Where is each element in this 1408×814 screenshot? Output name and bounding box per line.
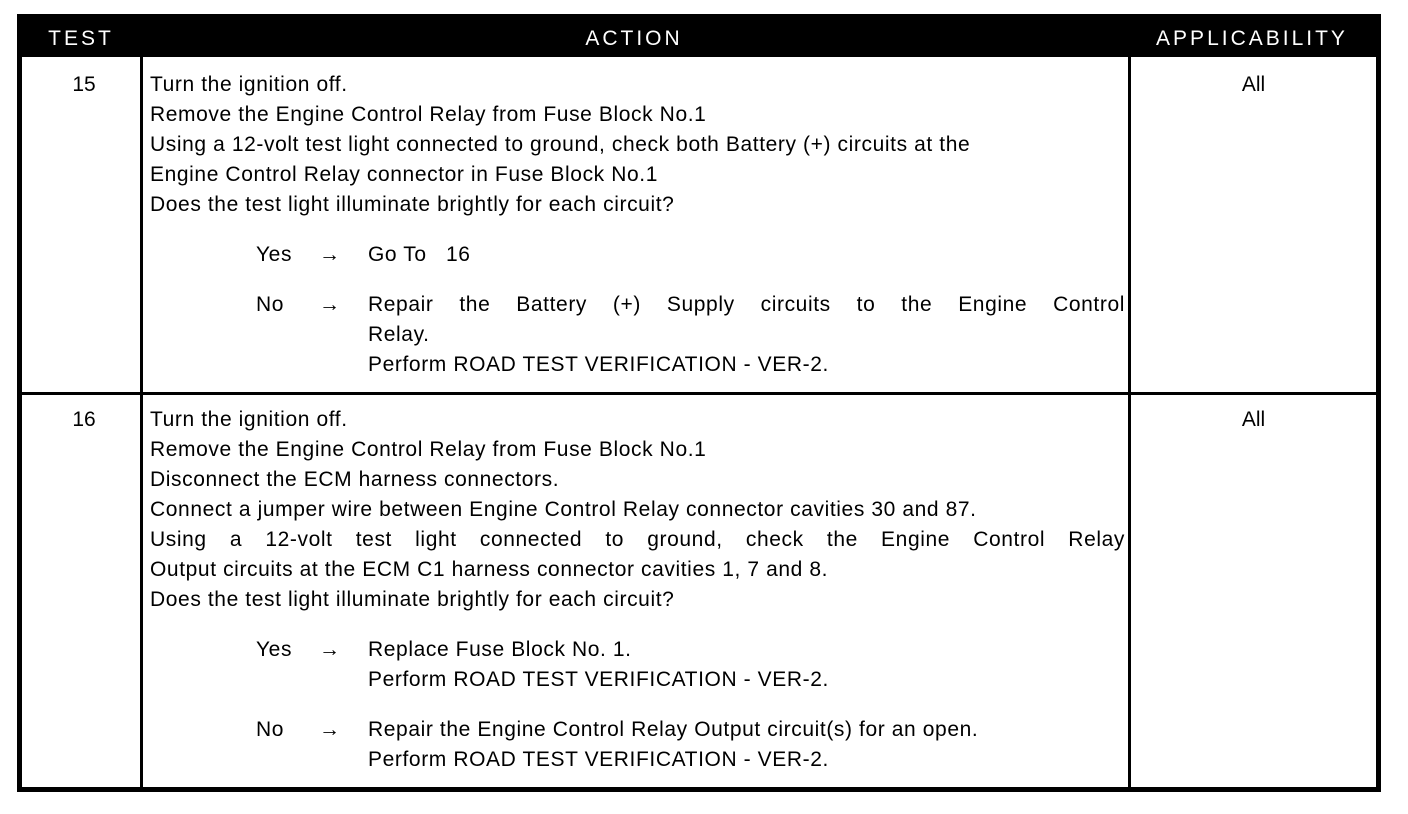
action-step: Does the test light illuminate brightly … bbox=[150, 193, 675, 216]
action-cell: Turn the ignition off. Remove the Engine… bbox=[150, 405, 1125, 775]
action-step: Disconnect the ECM harness connectors. bbox=[150, 468, 560, 491]
no-result: Repair the Engine Control Relay Output c… bbox=[368, 718, 979, 741]
action-step: Engine Control Relay connector in Fuse B… bbox=[150, 163, 658, 186]
test-number: 15 bbox=[72, 73, 96, 96]
no-result: Perform ROAD TEST VERIFICATION - VER-2. bbox=[368, 748, 829, 771]
action-step: Remove the Engine Control Relay from Fus… bbox=[150, 103, 707, 126]
column-divider-applicability bbox=[1128, 57, 1131, 788]
action-cell: Turn the ignition off. Remove the Engine… bbox=[150, 70, 1125, 380]
table-header: TEST ACTION APPLICABILITY bbox=[22, 19, 1376, 57]
yes-result: Go To 16 bbox=[368, 243, 471, 266]
no-label: No bbox=[256, 718, 285, 741]
right-arrow-icon: → bbox=[319, 638, 341, 661]
table-row-test-16: 16 Turn the ignition off. Remove the Eng… bbox=[22, 395, 1376, 788]
yes-result: Perform ROAD TEST VERIFICATION - VER-2. bbox=[368, 668, 829, 691]
applicability-value: All bbox=[1241, 408, 1266, 431]
applicability-value: All bbox=[1241, 73, 1266, 96]
action-step: Does the test light illuminate brightly … bbox=[150, 588, 675, 611]
right-arrow-icon: → bbox=[319, 718, 341, 741]
yes-outcome: Yes → Go To 16 bbox=[256, 240, 1125, 270]
action-step: Turn the ignition off. bbox=[150, 408, 348, 431]
no-result: Repair the Battery (+) Supply circuits t… bbox=[368, 293, 1125, 316]
header-action: ACTION bbox=[585, 27, 683, 50]
action-step: Output circuits at the ECM C1 harness co… bbox=[150, 558, 829, 581]
yes-outcome: Yes → Replace Fuse Block No. 1. Perform … bbox=[256, 635, 1125, 695]
action-step: Remove the Engine Control Relay from Fus… bbox=[150, 438, 707, 461]
diagnostic-table: TEST ACTION APPLICABILITY 15 Turn the ig… bbox=[17, 14, 1381, 792]
right-arrow-icon: → bbox=[319, 243, 341, 266]
action-step: Using a 12-volt test light connected to … bbox=[150, 133, 971, 156]
test-number: 16 bbox=[72, 408, 96, 431]
header-applicability: APPLICABILITY bbox=[1156, 27, 1348, 50]
yes-label: Yes bbox=[256, 243, 293, 266]
yes-label: Yes bbox=[256, 638, 293, 661]
column-divider-test bbox=[140, 57, 143, 788]
no-result: Relay. bbox=[368, 323, 430, 346]
table-row-test-15: 15 Turn the ignition off. Remove the Eng… bbox=[22, 60, 1376, 392]
no-result: Perform ROAD TEST VERIFICATION - VER-2. bbox=[368, 353, 829, 376]
action-step: Connect a jumper wire between Engine Con… bbox=[150, 498, 977, 521]
no-label: No bbox=[256, 293, 285, 316]
action-step: Turn the ignition off. bbox=[150, 73, 348, 96]
row-divider bbox=[22, 392, 1376, 395]
no-outcome: No → Repair the Battery (+) Supply circu… bbox=[256, 290, 1125, 380]
header-test: TEST bbox=[48, 27, 114, 50]
no-outcome: No → Repair the Engine Control Relay Out… bbox=[256, 715, 1125, 775]
yes-result: Replace Fuse Block No. 1. bbox=[368, 638, 632, 661]
right-arrow-icon: → bbox=[319, 293, 341, 316]
action-step: Using a 12-volt test light connected to … bbox=[150, 528, 1125, 551]
